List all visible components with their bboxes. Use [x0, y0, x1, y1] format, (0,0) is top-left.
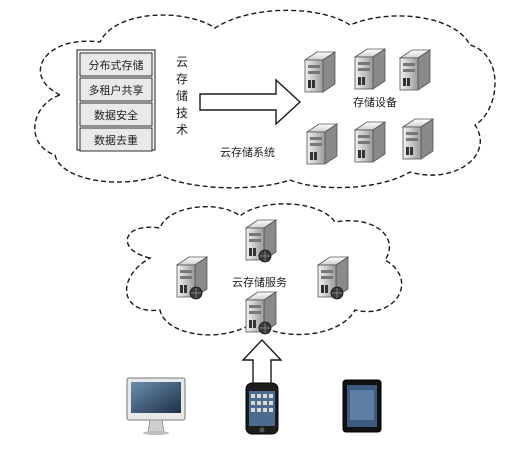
smartphone-icon: [245, 382, 279, 435]
server-globe-icon: [246, 292, 276, 334]
tech-stack-item: [79, 77, 153, 102]
upload-arrow: [241, 338, 283, 385]
server-icon: [354, 48, 386, 90]
server-icon: [354, 121, 386, 163]
tech-vertical-char: 存: [176, 72, 188, 86]
server-globe-icon: [177, 257, 207, 299]
cloud-service-label: 云存储服务: [232, 275, 287, 289]
bottom-cloud-outline: [125, 203, 403, 336]
tech-vertical-char: 云: [176, 55, 188, 69]
cloud-system-label: 云存储系统: [220, 145, 275, 159]
desktop-monitor-icon: [126, 377, 186, 435]
tech-stack-item: [79, 52, 153, 77]
tech-arrow: [199, 78, 302, 126]
tech-stack-item-label: 数据去重: [94, 133, 138, 147]
server-icon: [399, 49, 431, 91]
server-globe-icon: [246, 220, 276, 262]
tech-vertical-char: 术: [176, 123, 188, 137]
tech-stack-item-label: 数据安全: [94, 108, 138, 122]
tech-vertical-char: 技: [176, 106, 188, 120]
tech-stack-item: [79, 102, 153, 127]
top-cloud-outline: [34, 9, 496, 189]
server-icon: [402, 118, 434, 160]
server-icon: [306, 123, 338, 165]
tech-stack-item-label: 多租户共享: [89, 83, 144, 97]
tablet-icon: [342, 379, 382, 433]
server-globe-icon: [318, 257, 348, 299]
tech-stack-item-label: 分布式存储: [89, 58, 144, 72]
tech-stack-item: [79, 127, 153, 152]
storage-devices-label: 存储设备: [353, 95, 397, 109]
server-icon: [304, 51, 336, 93]
tech-vertical-char: 储: [176, 88, 188, 103]
